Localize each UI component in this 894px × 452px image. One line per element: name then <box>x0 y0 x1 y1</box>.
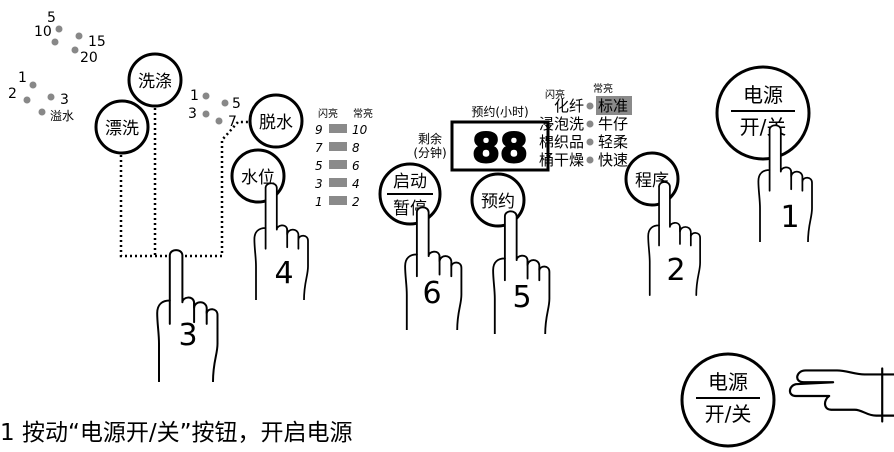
water-level-bar-5 <box>329 196 347 205</box>
water-level-flash-header: 闪亮 <box>318 107 338 120</box>
hand-step-2: 2 <box>647 181 701 296</box>
wash-time-10: 10 <box>34 24 52 40</box>
program-right-label-4: 快速 <box>598 151 628 169</box>
spin-indicator-7 <box>215 117 223 125</box>
program-right-label-3: 轻柔 <box>598 133 628 151</box>
remaining-label: 剩余 <box>418 131 442 146</box>
spin-button[interactable]: 脱水 <box>248 93 304 149</box>
water-level-steady-8: 8 <box>352 141 360 155</box>
water-level-flash-9: 9 <box>315 123 323 137</box>
hand-step-6: 6 <box>404 206 463 330</box>
spin-time-3: 3 <box>188 106 197 122</box>
step-number-3: 3 <box>178 318 197 353</box>
program-flash-header: 闪亮 <box>545 88 565 101</box>
program-right-label-2: 牛仔 <box>598 115 628 133</box>
water-level-flash-1: 1 <box>315 195 323 209</box>
rinse-count-1: 1 <box>18 70 27 86</box>
reserve-hours-label: 预约(小时) <box>471 104 528 119</box>
wash-button[interactable]: 洗涤 <box>127 52 183 108</box>
rinse-spin-connector <box>119 120 248 258</box>
rinse-count-2: 2 <box>8 86 17 102</box>
program-indicator: 闪亮 常亮 化纤标准浸泡洗牛仔棉织品轻柔桶干燥快速 <box>539 82 632 169</box>
remaining-unit-label: (分钟) <box>413 145 446 160</box>
rinse-button[interactable]: 漂洗 <box>94 99 150 155</box>
power-button[interactable]: 电源 开/关 <box>715 65 811 161</box>
rinse-count-3: 3 <box>60 92 69 108</box>
wash-indicator-10 <box>51 38 59 46</box>
instruction-text: 1 按动“电源开/关”按钮，开启电源 <box>0 420 353 446</box>
program-indicator-2 <box>586 120 594 128</box>
spin-indicator-3 <box>202 110 210 118</box>
power-label-top: 电源 <box>743 83 783 107</box>
water-level-steady-4: 4 <box>352 177 360 191</box>
rinse-indicator-overflow <box>38 108 46 116</box>
wash-time-5: 5 <box>47 10 56 26</box>
pointing-hand-icon <box>788 367 894 423</box>
step-number-6: 6 <box>422 276 441 311</box>
hand-step-5: 5 <box>492 210 551 334</box>
program-left-label-1: 化纤 <box>554 97 584 115</box>
program-left-label-3: 棉织品 <box>539 133 584 151</box>
wash-time-dial: 5 10 15 20 <box>34 10 106 66</box>
spin-indicator-1 <box>202 92 210 100</box>
program-highlight <box>596 96 632 115</box>
spin-time-dial: 1 5 3 7 <box>188 88 241 130</box>
rinse-count-dial: 1 2 3 溢水 <box>8 70 74 123</box>
water-level-bar-3 <box>329 160 347 169</box>
spin-time-7: 7 <box>228 114 237 130</box>
water-level-bar-2 <box>329 142 347 151</box>
reserve-display-digits: 88 <box>472 126 528 172</box>
water-level-flash-7: 7 <box>315 141 323 155</box>
rinse-button-label: 漂洗 <box>105 119 139 139</box>
spin-indicator-5 <box>221 99 229 107</box>
water-level-bar-1 <box>329 124 347 133</box>
step-number-5: 5 <box>512 280 531 315</box>
water-level-steady-10: 10 <box>352 123 368 137</box>
water-level-steady-6: 6 <box>352 159 360 173</box>
hand-step-1: 1 <box>757 124 813 242</box>
rinse-indicator-3 <box>47 93 55 101</box>
program-indicator-4 <box>586 156 594 164</box>
remaining-time-label: 剩余 (分钟) <box>413 131 446 160</box>
program-indicator-3 <box>586 138 594 146</box>
program-right-label-1: 标准 <box>598 97 628 115</box>
rinse-indicator-2 <box>23 96 31 104</box>
zoom-power-label-top: 电源 <box>708 370 748 394</box>
wash-time-20: 20 <box>80 50 98 66</box>
spin-button-label: 脱水 <box>259 113 293 133</box>
program-steady-header: 常亮 <box>593 82 613 95</box>
reserve-display: 预约(小时) 88 <box>450 104 550 173</box>
spin-time-5: 5 <box>232 96 241 112</box>
program-left-label-2: 浸泡洗 <box>539 115 584 133</box>
hand-step-3: 3 <box>156 249 219 382</box>
wash-indicator-5 <box>55 25 63 33</box>
wash-time-15: 15 <box>88 34 106 50</box>
hand-step-4: 4 <box>253 182 309 300</box>
water-level-flash-5: 5 <box>315 159 323 173</box>
water-level-indicator: 闪亮 常亮 9 10 7 8 5 6 3 4 1 2 <box>315 107 373 209</box>
water-level-button-label: 水位 <box>241 168 275 188</box>
wash-indicator-20 <box>71 46 79 54</box>
water-level-flash-3: 3 <box>315 177 323 191</box>
water-level-steady-header: 常亮 <box>353 107 373 120</box>
overflow-rinse-label: 溢水 <box>50 109 74 123</box>
reserve-button-label: 预约 <box>481 192 515 212</box>
start-label: 启动 <box>393 172 427 192</box>
reserve-display-frame <box>450 120 550 172</box>
wash-indicator-15 <box>75 32 83 40</box>
wash-button-label: 洗涤 <box>138 72 172 92</box>
zoom-power-label-bottom: 开/关 <box>705 402 752 426</box>
water-level-bar-4 <box>329 178 347 187</box>
rinse-indicator-1 <box>29 81 37 89</box>
step-number-1: 1 <box>780 200 799 235</box>
step-number-2: 2 <box>666 253 685 288</box>
program-left-label-4: 桶干燥 <box>539 151 584 169</box>
water-level-steady-2: 2 <box>352 195 360 209</box>
power-button-zoom: 电源 开/关 <box>680 352 894 448</box>
program-indicator-1 <box>586 102 594 110</box>
spin-time-1: 1 <box>190 88 199 104</box>
start-pause-button[interactable]: 启动 暂停 <box>378 162 442 226</box>
step-number-4: 4 <box>274 256 293 291</box>
